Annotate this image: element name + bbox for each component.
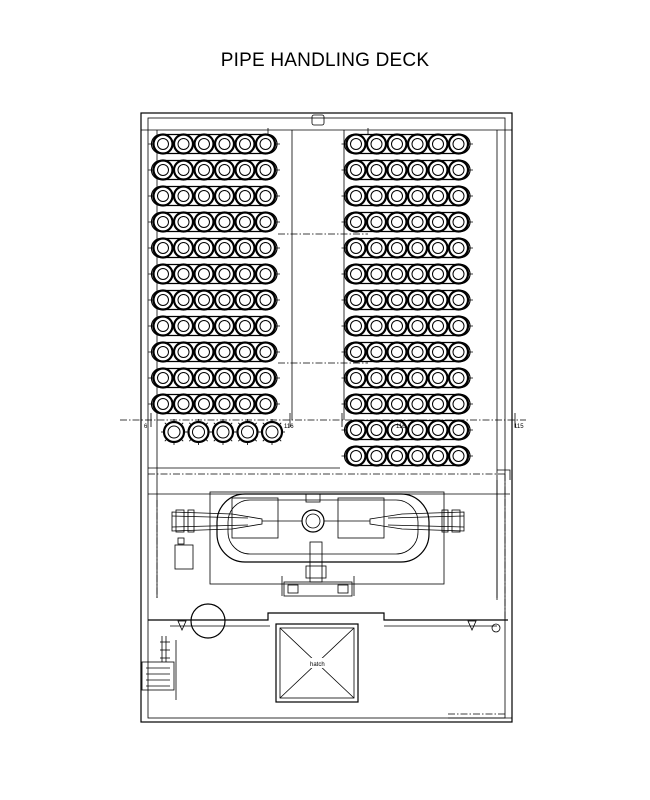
loose-pipe (185, 419, 212, 445)
left-rack-row-3 (148, 185, 280, 207)
left-rack-row-2 (148, 159, 280, 181)
axis-label-left: 6 (144, 424, 148, 430)
left-rack-row-10 (148, 367, 280, 389)
right-rack-row-9 (341, 341, 473, 363)
loose-pipe (234, 419, 261, 445)
axis-label-center-right: 116 (396, 424, 406, 430)
right-rack-row-10 (341, 367, 473, 389)
left-rack-row-1 (148, 133, 280, 155)
left-pipe-rack (148, 133, 280, 415)
right-rack-row-3 (341, 185, 473, 207)
loose-pipes (161, 419, 285, 445)
lower-deck-frame (148, 467, 511, 620)
control-cabin (174, 537, 194, 570)
left-rack-row-5 (148, 237, 280, 259)
left-rack-row-7 (148, 289, 280, 311)
axis-label-right: 115 (514, 424, 524, 430)
stairs (141, 636, 177, 700)
pipe-handling-machine (171, 491, 465, 597)
transverse-beam (148, 612, 508, 633)
right-rack-row-13 (341, 445, 473, 467)
right-rack-row-5 (341, 237, 473, 259)
left-rack-row-9 (148, 341, 280, 363)
left-rack-row-8 (148, 315, 280, 337)
left-rack-row-4 (148, 211, 280, 233)
hatch: hatch (275, 623, 359, 703)
right-rack-row-1 (341, 133, 473, 155)
loose-pipe (210, 419, 236, 445)
page-title: PIPE HANDLING DECK (220, 50, 430, 71)
right-pipe-rack (341, 133, 473, 467)
right-rack-row-7 (341, 289, 473, 311)
right-rack-row-2 (341, 159, 473, 181)
axis-line: 6 116 116 115 (120, 413, 526, 430)
right-rack-row-12 (341, 419, 473, 441)
right-rack-row-6 (341, 263, 473, 285)
hatch-label: hatch (310, 662, 325, 668)
axis-label-center-left: 116 (284, 424, 294, 430)
round-tank (190, 603, 226, 639)
right-rack-row-8 (341, 315, 473, 337)
right-rack-row-11 (341, 393, 473, 415)
bottom-right-detail (448, 713, 512, 719)
loose-pipe (161, 419, 187, 445)
left-rack-row-11 (148, 393, 280, 415)
loose-pipe (259, 419, 285, 445)
right-rack-row-4 (341, 211, 473, 233)
left-rack-row-6 (148, 263, 280, 285)
